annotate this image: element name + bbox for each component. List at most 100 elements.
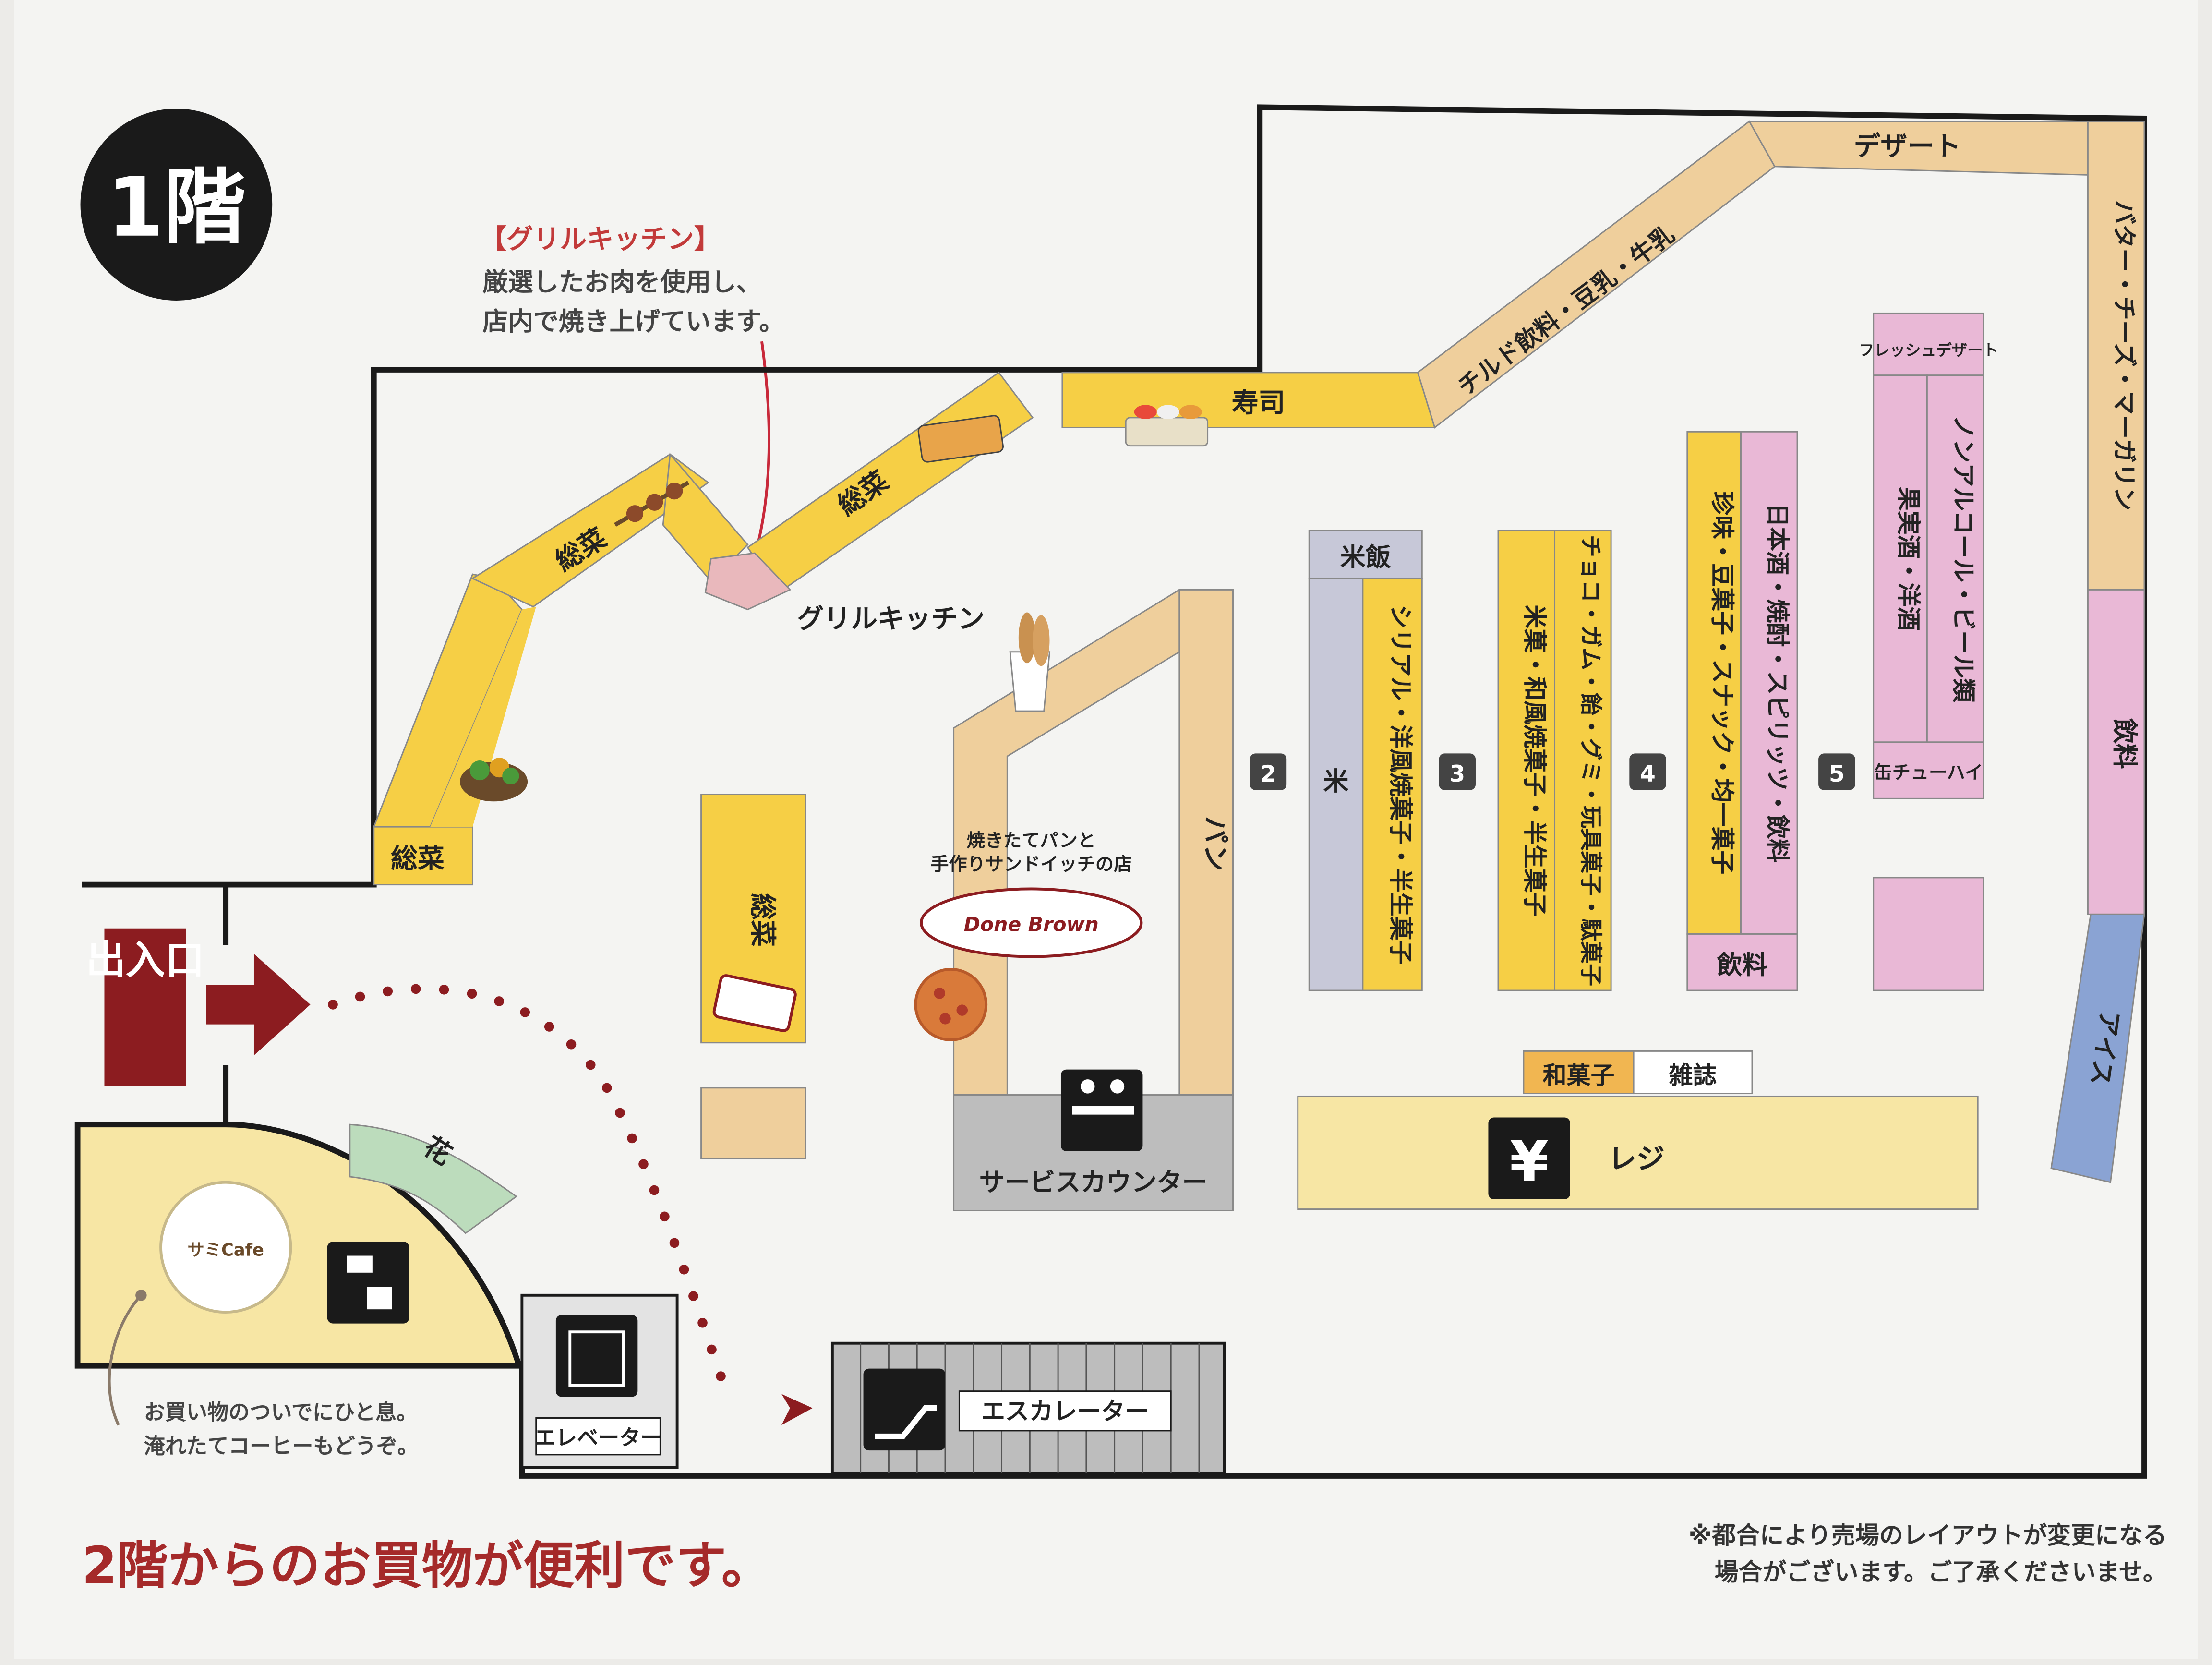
aisle-4-badge [1629, 753, 1666, 790]
drinks-wall [2087, 589, 2145, 915]
chocolate-label: チョコ・ガム・飴・グミ・玩具菓子・駄菓子 [1577, 535, 1603, 986]
sushi-label: 寿司 [1232, 387, 1286, 419]
rice-crackers-shelf [1497, 530, 1556, 991]
ice-freezer [2050, 913, 2145, 1183]
wagashi-label: 和菓子 [1543, 1062, 1615, 1089]
floor-label: 1階 [107, 160, 246, 255]
skewer-icon [614, 481, 690, 527]
grill-callout-line2: 店内で焼き上げています。 [482, 307, 784, 337]
aisle-5-badge [1818, 753, 1855, 790]
bread-icon [1009, 612, 1051, 712]
rice-label: 米 [1323, 767, 1349, 796]
store-outline-main [82, 104, 2147, 1479]
escalator-label: エスカレーター [981, 1397, 1149, 1425]
yen-icon [1488, 1117, 1570, 1199]
cafe-seat-icon-chair [367, 1287, 392, 1310]
done-brown-logo-text: Done Brown [964, 913, 1099, 936]
grill-kitchen-zone [704, 552, 792, 611]
route-arrow-icon [781, 1394, 813, 1425]
rice-crackers-label: 米菓・和風焼菓子・半生菓子 [1521, 604, 1549, 916]
aisle-5-label: 5 [1829, 761, 1845, 787]
cereal-shelf [1362, 578, 1423, 991]
can-chuhai-shelf [1873, 741, 1984, 799]
grill-kitchen-label: グリルキッチン [797, 603, 985, 635]
bakery-line2: 手作りサンドイッチの店 [930, 854, 1132, 875]
pink-shelf-block [1873, 877, 1984, 991]
elevator-label-box [535, 1417, 661, 1456]
bento-icon [712, 974, 797, 1032]
cooked-rice-label: 米飯 [1340, 543, 1391, 572]
service-counter-icon-head2 [1110, 1079, 1125, 1094]
grill-callout-title: 【グリルキッチン】 [480, 224, 721, 255]
bread-label: パン [1200, 816, 1231, 871]
footer-promo: 2階からのお買物が便利です。 [82, 1536, 772, 1595]
service-counter-label: サービスカウンター [979, 1168, 1208, 1197]
register-label: レジ [1608, 1142, 1665, 1175]
snacks-label: 珍味・豆菓子・スナック・均一菓子 [1708, 491, 1736, 874]
aisle-3-label: 3 [1449, 761, 1465, 787]
butter-cheese-shelf [2087, 121, 2145, 591]
sozai-upper-left [471, 453, 709, 608]
cafe-seat-icon [327, 1242, 409, 1324]
sami-cafe-logo [159, 1181, 292, 1314]
footer-notice-line2: 場合がございます。ご了承くださいませ。 [1715, 1558, 2167, 1586]
entrance-arrow-icon [206, 953, 311, 1056]
magazine-shelf [1633, 1050, 1753, 1095]
grill-kitchen-text: グリルキッチン [797, 603, 985, 635]
aisle-3-badge [1439, 753, 1476, 790]
elevator-icon-door [568, 1330, 625, 1387]
pizza-icon [914, 968, 988, 1041]
escalator-icon [863, 1368, 945, 1451]
footer-notice-line1: ※都合により売場のレイアウトが変更になる [1689, 1521, 2167, 1549]
snacks-shelf [1686, 431, 1742, 935]
chocolate-shelf [1554, 530, 1612, 991]
grill-callout-line1: 厳選したお肉を使用し、 [482, 267, 762, 297]
bakery-line1: 焼きたてパンと [967, 830, 1096, 851]
sake-label: 日本酒・焼酎・スピリッツ・飲料 [1763, 503, 1791, 863]
route-dotted-path [328, 984, 733, 1402]
yen-icon-glyph: ¥ [1510, 1129, 1549, 1194]
service-counter-icon-desk [1072, 1106, 1134, 1115]
sushi-icon [1125, 405, 1209, 447]
cereal-label: シリアル・洋風焼菓子・半生菓子 [1387, 604, 1415, 964]
non-alcohol-shelf [1926, 374, 1984, 743]
bento-icon-grill [917, 415, 1004, 463]
cafe-seat-icon-cup [347, 1255, 373, 1273]
sozai-label-1: 総菜 [391, 843, 445, 874]
drinks-aisle5-shelf [1686, 933, 1798, 991]
sozai-label-4: 総菜 [746, 893, 778, 947]
elevator-label: エレベーター [535, 1425, 661, 1450]
sozai-left-fill [430, 606, 536, 827]
aisle-2-badge [1250, 753, 1287, 790]
elevator-icon [555, 1315, 638, 1397]
cafe-note-line2: 淹れたてコーヒーもどうぞ。 [144, 1434, 419, 1459]
aisle-2-label: 2 [1261, 761, 1276, 787]
drinks-wall-label: 飲料 [2110, 718, 2139, 769]
flower-stand [349, 1123, 518, 1234]
sami-cafe-logo-text: サミCafe [188, 1241, 264, 1260]
cafe-note-line1: お買い物のついでにひと息。 [144, 1400, 418, 1424]
escalator-label-box [958, 1390, 1172, 1432]
service-counter-icon-head1 [1081, 1079, 1095, 1094]
entrance-text: 出入口 [86, 938, 204, 983]
small-tan-shelf [700, 1087, 806, 1159]
wagashi-shelf [1523, 1050, 1635, 1095]
register-area [1297, 1095, 1979, 1210]
escalator-icon-stair [875, 1405, 937, 1439]
entrance-label: 出入口 [86, 938, 204, 983]
butter-label: バター・チーズ・マーガリン [2110, 200, 2138, 511]
cafe-note-dot [135, 1290, 147, 1301]
aisle-4-label: 4 [1640, 761, 1656, 787]
salad-icon [460, 758, 528, 802]
fresh-dessert-header [1873, 312, 1984, 376]
done-brown-logo [920, 887, 1143, 958]
fresh-dessert-label: フレッシュデザート [1859, 341, 1998, 360]
aisle-markers: 2 3 4 5 [1250, 753, 1855, 790]
entrance-sign [104, 928, 186, 1086]
cafe-note-leader [108, 1294, 143, 1426]
non-alcohol-label: ノンアルコール・ビール類 [1949, 415, 1977, 703]
floor-badge: 1階 [80, 109, 273, 301]
cooked-rice-header [1308, 530, 1423, 579]
